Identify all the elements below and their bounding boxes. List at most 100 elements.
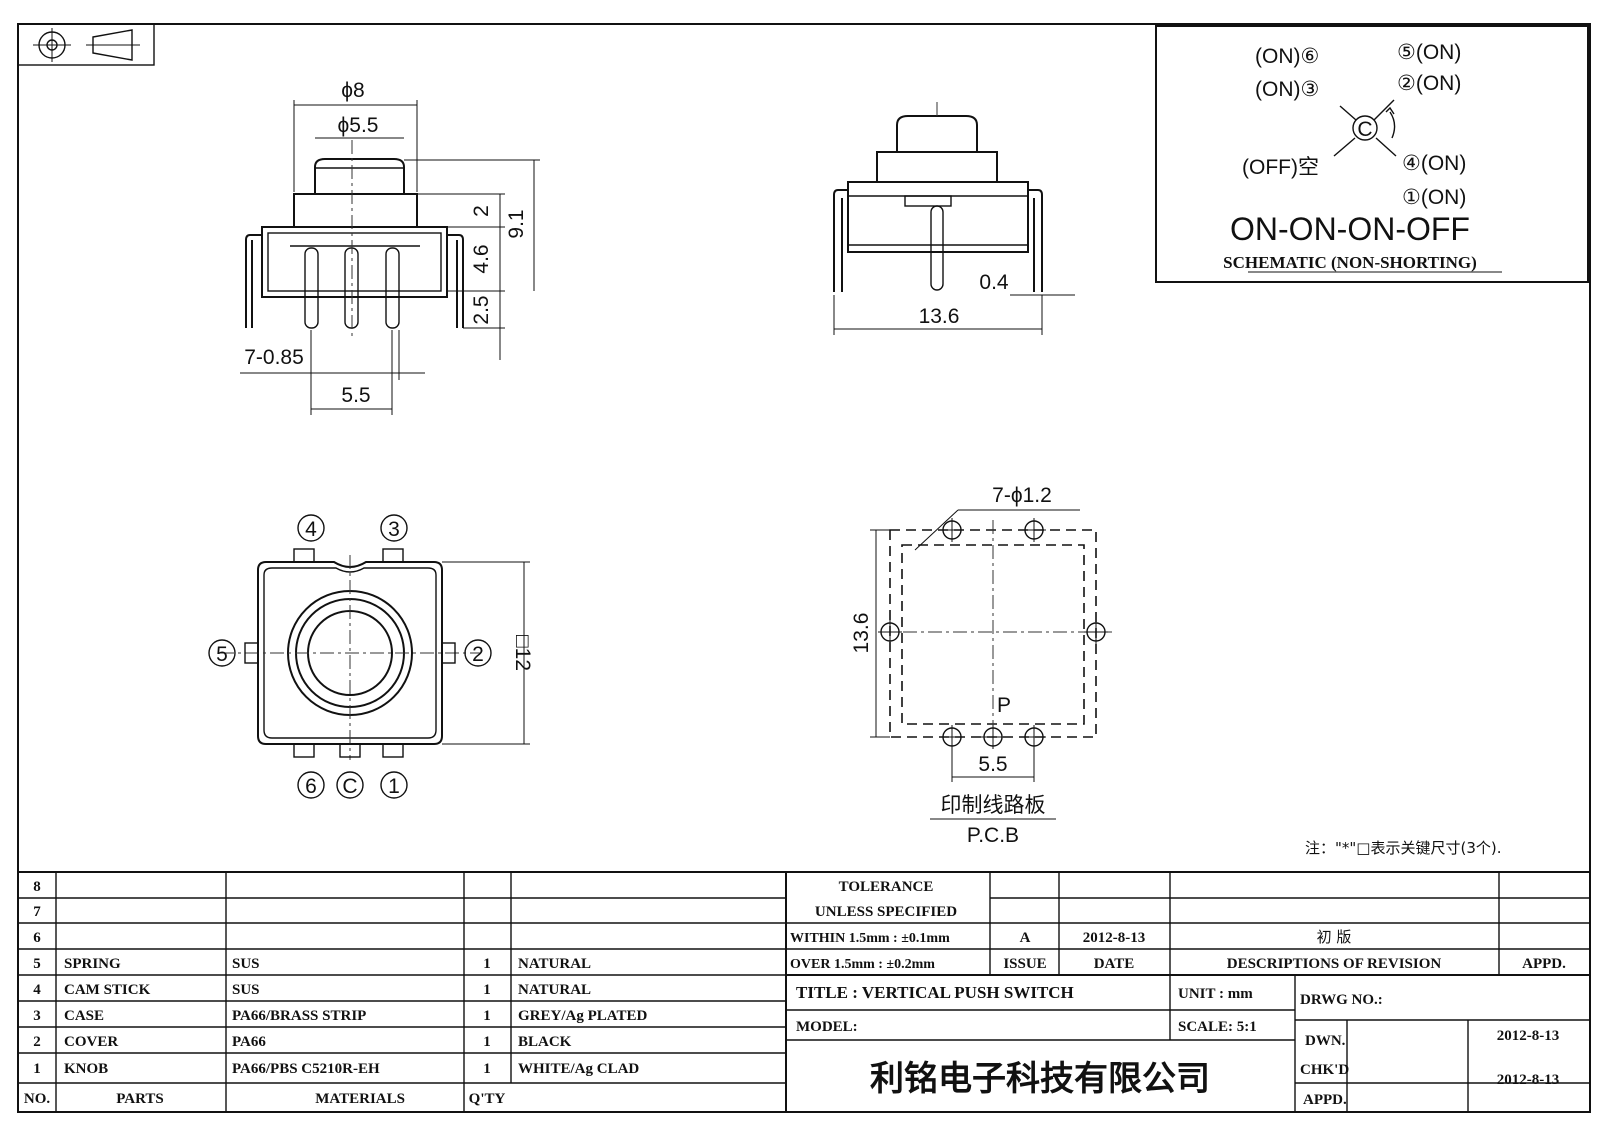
pcb-label-en: P.C.B (967, 824, 1019, 847)
table-row: 8 (33, 879, 41, 895)
projection-symbol-icon (17, 23, 155, 66)
svg-text:7: 7 (33, 904, 41, 920)
dim-phi8: ϕ8 (341, 79, 364, 102)
dim-square: □12 (511, 635, 534, 671)
pcb-layout: 7-ϕ1.2 13.6 P 5.5 印制线路板 P.C.B (850, 484, 1112, 847)
title-block (18, 871, 1590, 1112)
tolerance-line4: OVER 1.5mm : ±0.2mm (790, 957, 935, 972)
schematic-pin3: (ON)③ (1255, 78, 1319, 101)
svg-text:MATERIALS: MATERIALS (315, 1091, 405, 1107)
svg-text:SUS: SUS (232, 982, 260, 998)
header-description: DESCRIPTIONS OF REVISION (1227, 956, 1442, 972)
table-row: 3 CASE PA66/BRASS STRIP 1 GREY/Ag PLATED (33, 1008, 647, 1024)
drawn-date: 2012-8-13 (1497, 1028, 1560, 1044)
svg-text:3: 3 (33, 1008, 41, 1024)
pin-label-c: C (342, 775, 357, 798)
dim-pcb-pitch: 5.5 (978, 753, 1007, 776)
svg-text:SUS: SUS (232, 956, 260, 972)
svg-text:1: 1 (33, 1061, 41, 1077)
header-date: DATE (1094, 956, 1135, 972)
tolerance-line1: TOLERANCE (839, 879, 934, 895)
svg-text:CASE: CASE (64, 1008, 104, 1024)
schematic-pin5: ⑤(ON) (1397, 41, 1461, 64)
drawing-model: MODEL: (796, 1019, 858, 1035)
table-row: 6 (33, 930, 41, 946)
table-row: 2 COVER PA66 1 BLACK (33, 1034, 571, 1050)
svg-text:8: 8 (33, 879, 41, 895)
svg-text:CAM STICK: CAM STICK (64, 982, 151, 998)
svg-text:1: 1 (483, 956, 491, 972)
side-view: 13.6 0.4 (833, 102, 1075, 335)
checked-date: 2012-8-13 (1497, 1072, 1560, 1088)
pin-label-3: 3 (388, 518, 400, 541)
drawing-number-label: DRWG NO.: (1300, 992, 1383, 1008)
checked-label: CHK'D (1300, 1062, 1349, 1078)
approved-label: APPD. (1303, 1092, 1347, 1108)
dim-pcb-height: 13.6 (850, 613, 873, 654)
svg-text:PA66: PA66 (232, 1034, 266, 1050)
dim-phi5-5: ϕ5.5 (338, 114, 379, 137)
header-issue: ISSUE (1003, 956, 1046, 972)
table-row: 1 KNOB PA66/PBS C5210R-EH 1 WHITE/Ag CLA… (33, 1061, 639, 1077)
table-row: 4 CAM STICK SUS 1 NATURAL (33, 982, 591, 998)
tolerance-line3: WITHIN 1.5mm : ±0.1mm (790, 931, 950, 946)
svg-text:COVER: COVER (64, 1034, 118, 1050)
pin-label-4: 4 (305, 518, 317, 541)
schematic-caption: SCHEMATIC (NON-SHORTING) (1223, 253, 1477, 272)
pin-label-1: 1 (388, 775, 400, 798)
schematic-sequence: ON-ON-ON-OFF (1230, 211, 1470, 247)
svg-text:6: 6 (33, 930, 41, 946)
svg-text:2: 2 (33, 1034, 41, 1050)
drawn-label: DWN. (1305, 1033, 1346, 1049)
drawing-title: TITLE : VERTICAL PUSH SWITCH (796, 983, 1074, 1002)
schematic-pin4: ④(ON) (1402, 152, 1466, 175)
pin-label-5: 5 (216, 643, 228, 666)
svg-text:NATURAL: NATURAL (518, 956, 591, 972)
schematic-pin1: ①(ON) (1402, 186, 1466, 209)
svg-text:1: 1 (483, 1034, 491, 1050)
pcb-hole (878, 620, 902, 644)
dim-h4-6: 4.6 (470, 244, 493, 273)
svg-text:PA66/BRASS STRIP: PA66/BRASS STRIP (232, 1008, 366, 1024)
header-appd: APPD. (1522, 956, 1566, 972)
tolerance-line2: UNLESS SPECIFIED (815, 904, 957, 920)
pcb-hole (1022, 518, 1046, 542)
dim-pin-width: 0.4 (979, 271, 1009, 294)
dim-width: 13.6 (919, 305, 960, 328)
schematic-common: C (1357, 118, 1372, 141)
svg-text:NO.: NO. (24, 1091, 51, 1107)
pcb-p-label: P (997, 694, 1011, 717)
dim-h2-5: 2.5 (470, 295, 493, 324)
revision-date: 2012-8-13 (1083, 930, 1146, 946)
table-header: NO. PARTS MATERIALS Q'TY (24, 1091, 506, 1107)
svg-text:1: 1 (483, 982, 491, 998)
svg-text:4: 4 (33, 982, 41, 998)
svg-text:GREY/Ag PLATED: GREY/Ag PLATED (518, 1008, 647, 1024)
revision-description: 初 版 (1317, 928, 1352, 946)
revision-issue: A (1020, 930, 1031, 946)
svg-text:NATURAL: NATURAL (518, 982, 591, 998)
table-row: 7 (33, 904, 41, 920)
svg-text:PARTS: PARTS (116, 1091, 164, 1107)
pcb-hole (1084, 620, 1108, 644)
pin-label-2: 2 (472, 643, 484, 666)
svg-text:Q'TY: Q'TY (469, 1091, 506, 1107)
dim-pins: 7-0.85 (244, 346, 304, 369)
drawing-unit: UNIT : mm (1178, 986, 1253, 1002)
front-view: ϕ8 ϕ5.5 2 4.6 2.5 9.1 7-0.85 5.5 (240, 79, 540, 415)
svg-text:BLACK: BLACK (518, 1034, 572, 1050)
note: 注："*"□表示关键尺寸(3个). (1305, 839, 1502, 857)
dim-pitch: 5.5 (341, 384, 370, 407)
sheet-border (17, 23, 1591, 1113)
schematic-pin2: ②(ON) (1397, 72, 1461, 95)
company-name: 利铭电子科技有限公司 (870, 1059, 1210, 1099)
drawing-scale: SCALE: 5:1 (1178, 1019, 1257, 1035)
pin-label-6: 6 (305, 775, 317, 798)
svg-text:1: 1 (483, 1008, 491, 1024)
top-view: □12 4 3 5 2 6 C 1 (208, 514, 534, 799)
pcb-label-cn: 印制线路板 (941, 793, 1046, 817)
pcb-hole (981, 725, 1005, 749)
schematic-box: C (ON)⑥ (ON)③ ⑤(ON) ②(ON) (OFF)空 ④(ON) ①… (1155, 25, 1589, 283)
